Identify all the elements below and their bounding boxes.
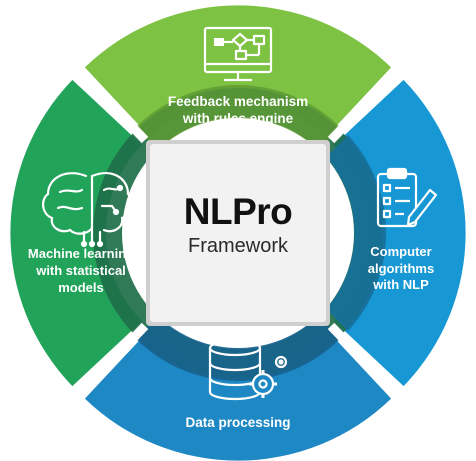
segment-bottom-label-line: Data processing xyxy=(185,415,291,430)
segment-top-label-line: with rules engine xyxy=(182,111,294,126)
clipboard-checklist-icon xyxy=(376,167,438,228)
segment-bottom-label: Data processing xyxy=(153,414,323,431)
segment-gaps xyxy=(66,58,410,408)
segment-top-label: Feedback mechanism with rules engine xyxy=(153,93,323,127)
segment-right xyxy=(334,79,466,387)
center-subtitle: Framework xyxy=(187,235,288,257)
inner-ring-right-tint xyxy=(326,135,387,331)
segment-bottom xyxy=(84,329,392,461)
inner-ring-bottom-tint xyxy=(135,316,341,381)
segment-top-label-line: Feedback mechanism xyxy=(167,94,309,109)
center-box xyxy=(150,144,326,322)
inner-ring-top-tint xyxy=(135,85,341,150)
segment-left-label: Machine learning with statistical models xyxy=(16,245,146,296)
segment-left-label-line: Machine learning xyxy=(27,246,135,261)
flowchart-monitor-icon xyxy=(203,26,273,82)
segment-right-label-line: with NLP xyxy=(373,277,429,292)
segment-left-label-line: with statistical xyxy=(36,263,126,278)
brain-circuit-icon xyxy=(42,172,133,248)
database-gear-icon xyxy=(208,339,288,401)
segment-left-label-line: models xyxy=(58,280,104,295)
center-title: NLPro xyxy=(183,191,293,232)
segment-right-label-line: Computer xyxy=(370,244,432,259)
segment-right-label-line: algorithms xyxy=(367,260,435,276)
segment-right-label: Computer algorithms with NLP xyxy=(350,244,452,294)
